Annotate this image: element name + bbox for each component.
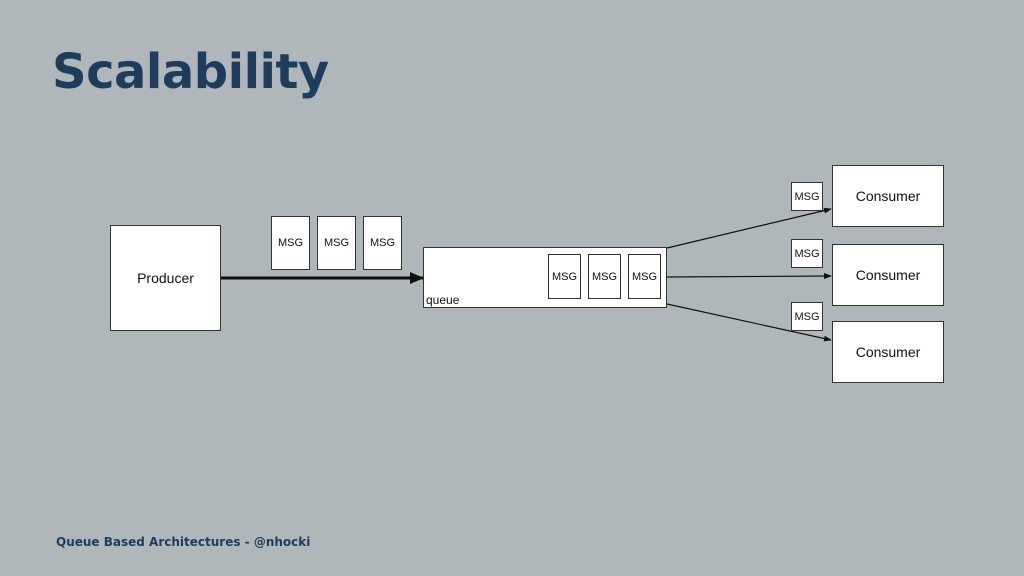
consumer-message: MSG (791, 302, 823, 331)
producer-box: Producer (110, 225, 221, 331)
producer-label: Producer (137, 270, 194, 286)
in-flight-message: MSG (317, 216, 356, 270)
consumer-box: Consumer (832, 244, 944, 306)
queued-message: MSG (548, 254, 581, 299)
consumer-label: Consumer (855, 267, 921, 283)
consumer-message: MSG (791, 182, 823, 211)
queued-message: MSG (588, 254, 621, 299)
queue-to-consumer-2-arrow (666, 273, 832, 280)
in-flight-message: MSG (271, 216, 310, 270)
consumer-box: Consumer (832, 321, 944, 383)
in-flight-message: MSG (363, 216, 402, 270)
queue-box (423, 247, 667, 308)
slide-footer: Queue Based Architectures - @nhocki (56, 535, 311, 549)
queue-label: queue (426, 293, 460, 307)
consumer-message: MSG (791, 239, 823, 268)
consumer-label: Consumer (855, 188, 921, 204)
consumer-box: Consumer (832, 165, 944, 227)
queue-to-consumer-1-arrow (666, 207, 832, 249)
consumer-label: Consumer (855, 344, 921, 360)
slide-title: Scalability (52, 44, 329, 100)
queued-message: MSG (628, 254, 661, 299)
queue-to-consumer-3-arrow (666, 303, 832, 342)
